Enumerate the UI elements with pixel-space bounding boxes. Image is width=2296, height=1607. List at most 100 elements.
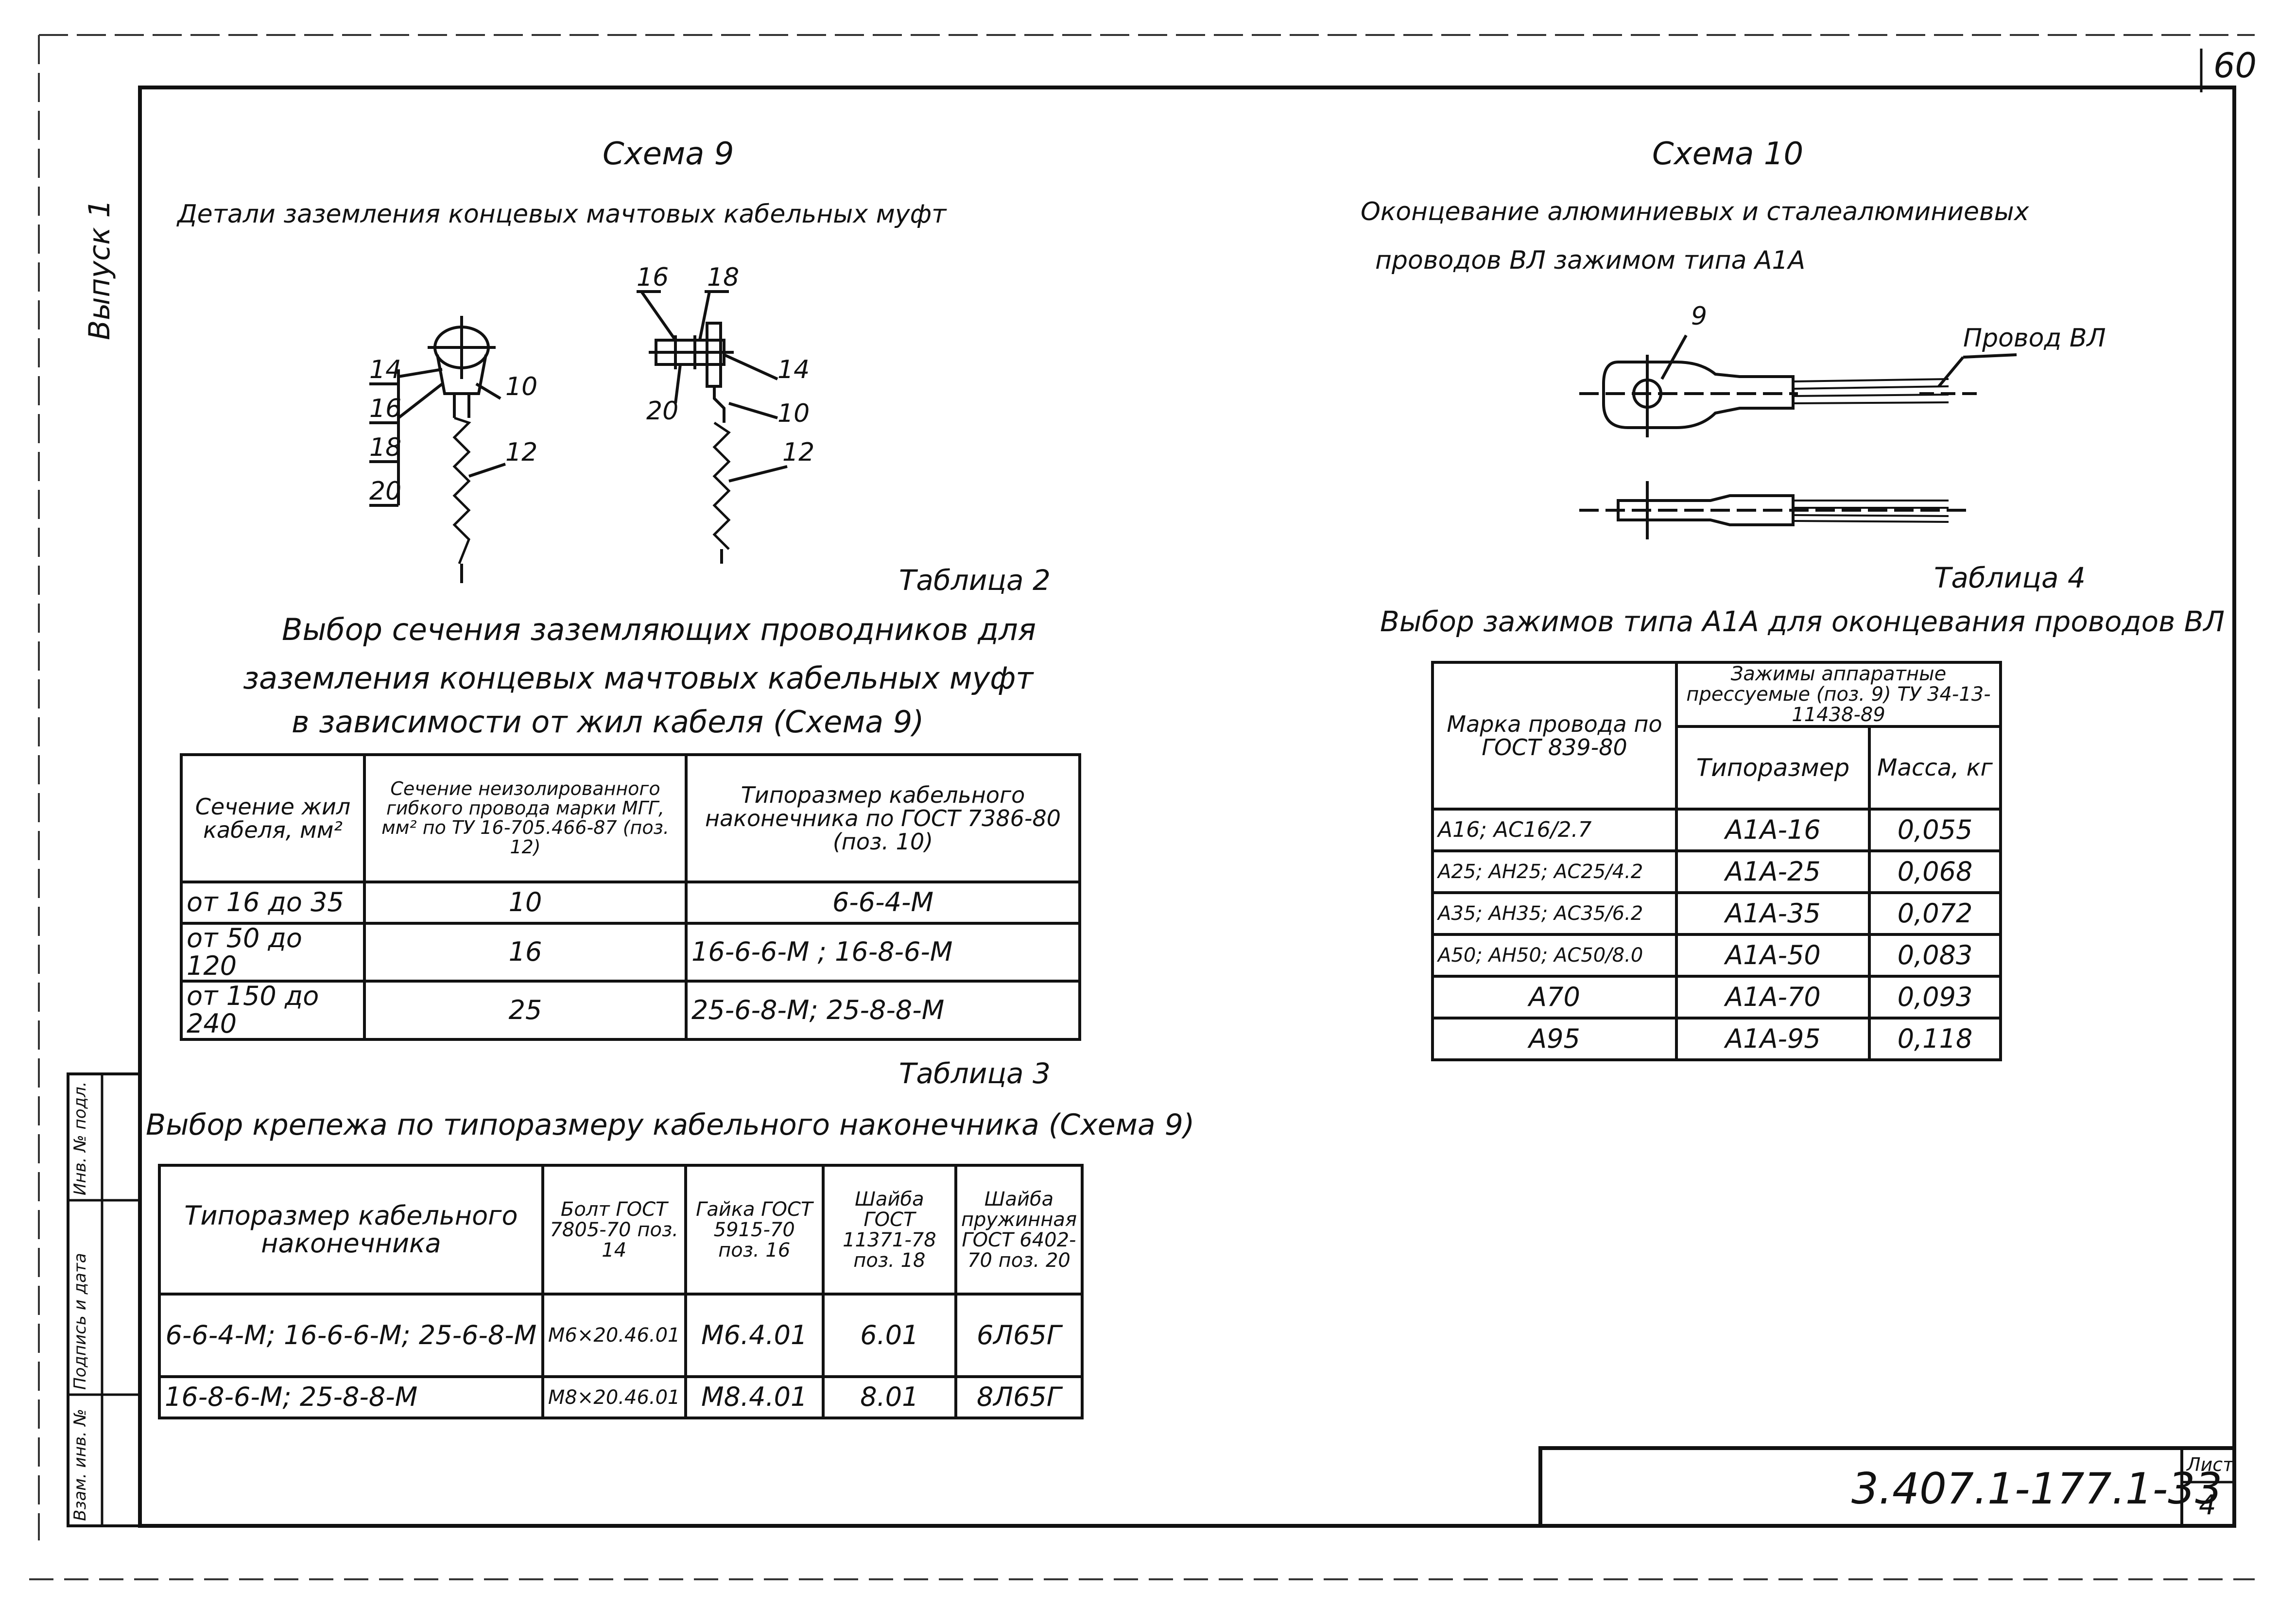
scheme9-title: Схема 9: [603, 136, 734, 172]
table3-cell: 16-8-6-М; 25-8-8-М: [158, 1375, 544, 1419]
table3-cell: М8×20.46.01: [541, 1375, 687, 1419]
table4-cell: А1А-16: [1675, 808, 1871, 852]
stamp-inv-podl: Инв. № подл.: [70, 1081, 90, 1195]
table3: Типоразмер кабельного наконечника Болт Г…: [158, 1164, 1084, 1419]
table2-cell: 25: [363, 980, 688, 1041]
table3-header: Болт ГОСТ 7805-70 поз. 14: [541, 1164, 687, 1296]
table2-cell: от 16 до 35: [180, 881, 366, 925]
table-row: от 16 до 35 10 6-6-4-М: [180, 881, 1081, 925]
stamp-podpis: Подпись и дата: [70, 1253, 90, 1390]
table-row: 16-8-6-М; 25-8-8-М М8×20.46.01 М8.4.01 8…: [158, 1375, 1084, 1419]
table4-cell: А35; АН35; АС35/6.2: [1431, 891, 1678, 936]
table4-cell: 0,093: [1868, 975, 2002, 1019]
scheme9-label: 20: [646, 397, 679, 426]
table-row: А95 А1А-95 0,118: [1431, 1017, 2002, 1061]
table4: Марка провода по ГОСТ 839-80 Зажимы аппа…: [1431, 661, 2002, 1061]
scheme10-label-wire: Провод ВЛ: [1963, 324, 2106, 353]
table3-header: Типоразмер кабельного наконечника: [158, 1164, 544, 1296]
table4-cell: А1А-25: [1675, 849, 1871, 894]
scheme10-drawing: [1579, 334, 2017, 539]
scheme9-description: Детали заземления концевых мачтовых кабе…: [177, 200, 947, 229]
table4-cell: А70: [1431, 975, 1678, 1019]
table2-header: Сечение жил кабеля, мм²: [180, 753, 366, 883]
table4-cell: А16; АС16/2.7: [1431, 808, 1678, 852]
table4-cell: 0,055: [1868, 808, 2002, 852]
table4-header-mark: Марка провода по ГОСТ 839-80: [1431, 661, 1678, 811]
table3-cell: 6Л65Г: [954, 1293, 1084, 1378]
scheme9-label: 10: [505, 372, 538, 401]
table4-cell: 0,068: [1868, 849, 2002, 894]
table2-cell: от 50 до 120: [180, 921, 366, 983]
table4-cell: А1А-95: [1675, 1017, 1871, 1061]
table4-header-mass: Масса, кг: [1868, 725, 2002, 811]
table3-cell: 6.01: [821, 1293, 957, 1378]
scheme10-description-2: проводов ВЛ зажимом типа А1А: [1375, 246, 1806, 275]
table4-cell: 0,118: [1868, 1017, 2002, 1061]
table2-title-1: Выбор сечения заземляющих проводников дл…: [282, 612, 1036, 647]
scheme9-label: 12: [505, 438, 538, 467]
scheme9-label: 14: [777, 355, 810, 384]
stamp-vzam: Взам. инв. №: [70, 1409, 90, 1521]
table4-cell: А50; АН50; АС50/8.0: [1431, 933, 1678, 978]
table-row: от 50 до 120 16 16-6-6-М ; 16-8-6-М: [180, 921, 1081, 983]
table4-header-size: Типоразмер: [1675, 725, 1871, 811]
table-row: А25; АН25; АС25/4.2 А1А-25 0,068: [1431, 849, 2002, 894]
table2-cell: 6-6-4-М: [685, 881, 1081, 925]
scheme9-label: 16: [369, 394, 402, 423]
scheme9-drawing-right: [637, 290, 788, 564]
document-code: 3.407.1-177.1-33: [1851, 1464, 2223, 1514]
table4-header-group: Зажимы аппаратные прессуемые (поз. 9) ТУ…: [1675, 661, 2002, 728]
table2-cell: 16-6-6-М ; 16-8-6-М: [685, 921, 1081, 983]
table3-cell: 8.01: [821, 1375, 957, 1419]
scheme10-label-pos: 9: [1691, 302, 1708, 331]
scheme9-label: 20: [369, 477, 402, 506]
scheme10-title: Схема 10: [1652, 136, 1804, 172]
table4-cell: 0,072: [1868, 891, 2002, 936]
table2-header: Сечение неизолированного гибкого провода…: [363, 753, 688, 883]
table4-cell: А1А-35: [1675, 891, 1871, 936]
table3-cell: М6×20.46.01: [541, 1293, 687, 1378]
table3-header: Шайба пружинная ГОСТ 6402-70 поз. 20: [954, 1164, 1084, 1296]
table3-cell: М8.4.01: [684, 1375, 825, 1419]
scheme9-label: 18: [707, 263, 740, 292]
table3-header: Гайка ГОСТ 5915-70 поз. 16: [684, 1164, 825, 1296]
table3-cell: 6-6-4-М; 16-6-6-М; 25-6-8-М: [158, 1293, 544, 1378]
table4-cell: 0,083: [1868, 933, 2002, 978]
table2-cell: от 150 до 240: [180, 980, 366, 1041]
scheme9-label: 16: [637, 263, 669, 292]
table3-cell: 8Л65Г: [954, 1375, 1084, 1419]
table3-label: Таблица 3: [899, 1057, 1051, 1090]
table-row: А50; АН50; АС50/8.0 А1А-50 0,083: [1431, 933, 2002, 978]
table3-title: Выбор крепежа по типоразмеру кабельного …: [146, 1108, 1195, 1142]
scheme9-label: 14: [369, 355, 402, 384]
table-row: А16; АС16/2.7 А1А-16 0,055: [1431, 808, 2002, 852]
list-number: 4: [2199, 1489, 2216, 1521]
table-row: А35; АН35; АС35/6.2 А1А-35 0,072: [1431, 891, 2002, 936]
table2-cell: 16: [363, 921, 688, 983]
table-row: 6-6-4-М; 16-6-6-М; 25-6-8-М М6×20.46.01 …: [158, 1293, 1084, 1378]
table4-cell: А95: [1431, 1017, 1678, 1061]
scheme9-label: 10: [777, 399, 810, 428]
table-row: от 150 до 240 25 25-6-8-М; 25-8-8-М: [180, 980, 1081, 1041]
scheme9-drawing-left: [369, 316, 506, 583]
table4-cell: А1А-50: [1675, 933, 1871, 978]
table4-label: Таблица 4: [1934, 561, 2086, 594]
table4-title: Выбор зажимов типа А1А для оконцевания п…: [1380, 605, 2225, 638]
table2-cell: 25-6-8-М; 25-8-8-М: [685, 980, 1081, 1041]
table3-cell: М6.4.01: [684, 1293, 825, 1378]
vypusk-label: Выпуск 1: [83, 199, 117, 340]
table2-title-3: в зависимости от жил кабеля (Схема 9): [292, 704, 924, 740]
scheme10-description-1: Оконцевание алюминиевых и сталеалюминиев…: [1361, 197, 2029, 226]
table-row: А70 А1А-70 0,093: [1431, 975, 2002, 1019]
scheme9-label: 18: [369, 433, 402, 462]
table2-label: Таблица 2: [899, 564, 1051, 597]
table2-title-2: заземления концевых мачтовых кабельных м…: [243, 660, 1034, 696]
table2-header: Типоразмер кабельного наконечника по ГОС…: [685, 753, 1081, 883]
page-number: 60: [2213, 46, 2257, 86]
table3-header: Шайба ГОСТ 11371-78 поз. 18: [821, 1164, 957, 1296]
table2-cell: 10: [363, 881, 688, 925]
list-label: Лист: [2187, 1454, 2234, 1475]
table2: Сечение жил кабеля, мм² Сечение неизолир…: [180, 753, 1081, 1041]
scheme9-label: 12: [782, 438, 815, 467]
